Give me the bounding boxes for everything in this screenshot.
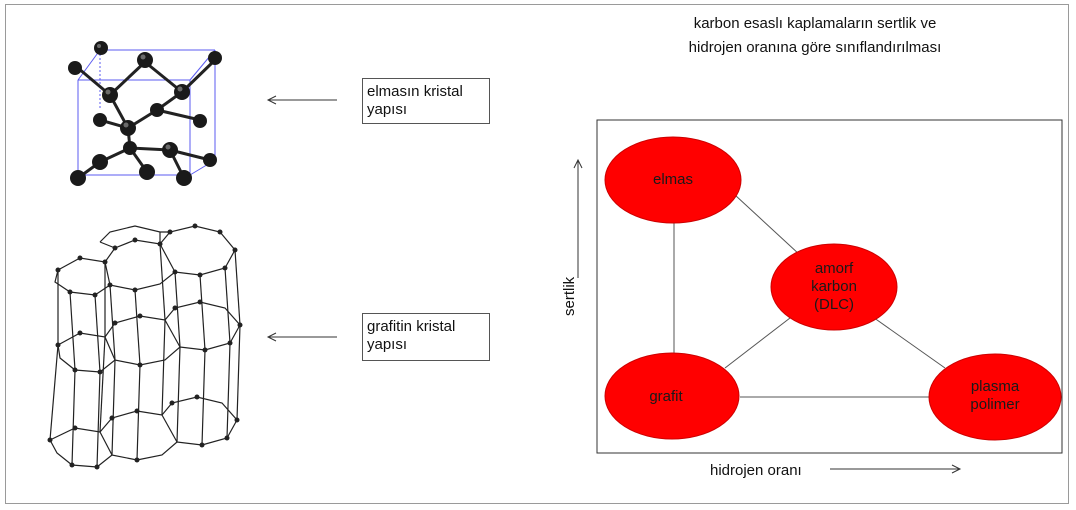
diagram-box: [596, 119, 1063, 454]
x-axis-label: hidrojen oranı: [710, 462, 802, 479]
elmas-dlc-line: [734, 194, 801, 256]
y-arrowhead-icon: [573, 158, 583, 169]
plasma-label: plasma polimer: [945, 378, 1045, 414]
dlc-text-3: (DLC): [814, 296, 854, 313]
graphite-label-box: grafitin kristal yapısı: [362, 313, 490, 361]
title-line-2: hidrojen oranına göre sınıflandırılması: [688, 39, 942, 56]
title-line-1: karbon esaslı kaplamaların sertlik ve: [693, 15, 937, 32]
elmas-label: elmas: [623, 171, 723, 189]
x-arrowhead-icon: [951, 464, 962, 474]
graphite-label: grafitin kristal yapısı: [367, 318, 456, 353]
plasma-text-1: plasma: [970, 378, 1020, 395]
dlc-node: [770, 243, 898, 331]
elmas-node: [604, 136, 742, 224]
grafit-label: grafit: [616, 388, 716, 406]
diamond-arrowhead-icon: [266, 95, 277, 105]
grafit-node: [604, 352, 740, 440]
diagram-title: karbon esaslı kaplamaların sertlik ve hi…: [620, 12, 1010, 60]
graphite-arrowhead-icon: [266, 332, 277, 342]
diamond-label: elmasın kristal yapısı: [367, 83, 463, 118]
plasma-node: [928, 353, 1062, 441]
dlc-grafit-line: [724, 317, 791, 369]
dlc-plasma-line: [869, 314, 946, 369]
elmas-text: elmas: [652, 171, 693, 188]
plasma-text-2: polimer: [970, 396, 1020, 413]
diamond-label-box: elmasın kristal yapısı: [362, 78, 490, 124]
page-frame: [5, 4, 1069, 504]
grafit-text: grafit: [649, 388, 683, 405]
dlc-text-1: amorf: [814, 260, 854, 277]
dlc-label: amorf karbon (DLC): [784, 260, 884, 314]
dlc-text-2: karbon: [811, 278, 857, 295]
y-axis-label: sertlik: [561, 276, 578, 316]
